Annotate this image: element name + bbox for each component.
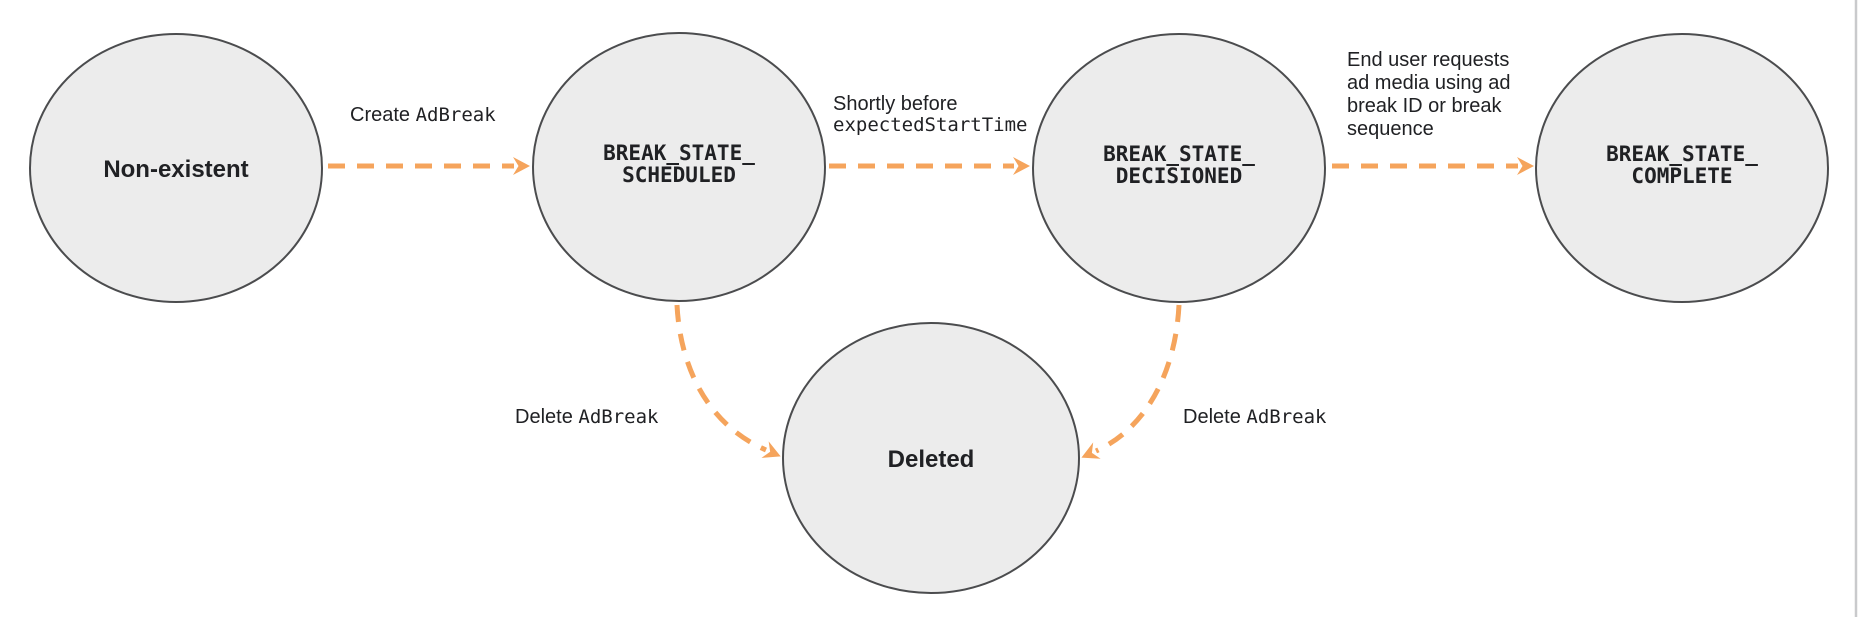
state-label-deleted: Deleted [888, 446, 975, 473]
state-label-decisioned-line2: DECISIONED [1116, 164, 1242, 188]
edge-label-delete-left-code: AdBreak [578, 406, 659, 428]
edge-label-delete-adbreak-left: Delete AdBreak [515, 406, 659, 428]
edge-label-shortly-before-line2: expectedStartTime [833, 114, 1027, 136]
edge-delete-adbreak-left-arrow [674, 304, 781, 458]
state-label-decisioned-line1: BREAK_STATE_ [1103, 142, 1255, 166]
edge-label-delete-right-code: AdBreak [1246, 406, 1327, 428]
edge-label-shortly-before-line1: Shortly before [833, 93, 958, 115]
state-label-complete-line1: BREAK_STATE_ [1606, 142, 1758, 166]
edge-label-end-user-line2: ad media using ad [1347, 72, 1510, 94]
state-label-scheduled-line2: SCHEDULED [622, 163, 736, 187]
state-node-break-state-complete [1535, 33, 1829, 303]
state-label-scheduled-line1: BREAK_STATE_ [603, 141, 755, 165]
state-node-non-existent [29, 33, 323, 303]
edge-label-create-text: Create [350, 104, 416, 126]
state-label-non-existent: Non-existent [103, 156, 248, 183]
state-node-deleted [782, 322, 1080, 594]
edge-label-end-user-line3: break ID or break [1347, 95, 1503, 117]
edge-label-delete-adbreak-right: Delete AdBreak [1183, 406, 1327, 428]
edge-delete-adbreak-right-arrow [1081, 304, 1182, 459]
edge-label-create-code: AdBreak [416, 104, 497, 126]
edge-label-create-adbreak: Create AdBreak [350, 104, 496, 126]
state-node-break-state-scheduled [532, 32, 826, 302]
state-label-complete-line2: COMPLETE [1631, 164, 1732, 188]
edge-label-end-user-line1: End user requests [1347, 49, 1509, 71]
edge-label-delete-left-text: Delete [515, 406, 578, 428]
edge-label-end-user-line4: sequence [1347, 118, 1434, 140]
edge-label-delete-right-text: Delete [1183, 406, 1246, 428]
state-node-break-state-decisioned [1032, 33, 1326, 303]
